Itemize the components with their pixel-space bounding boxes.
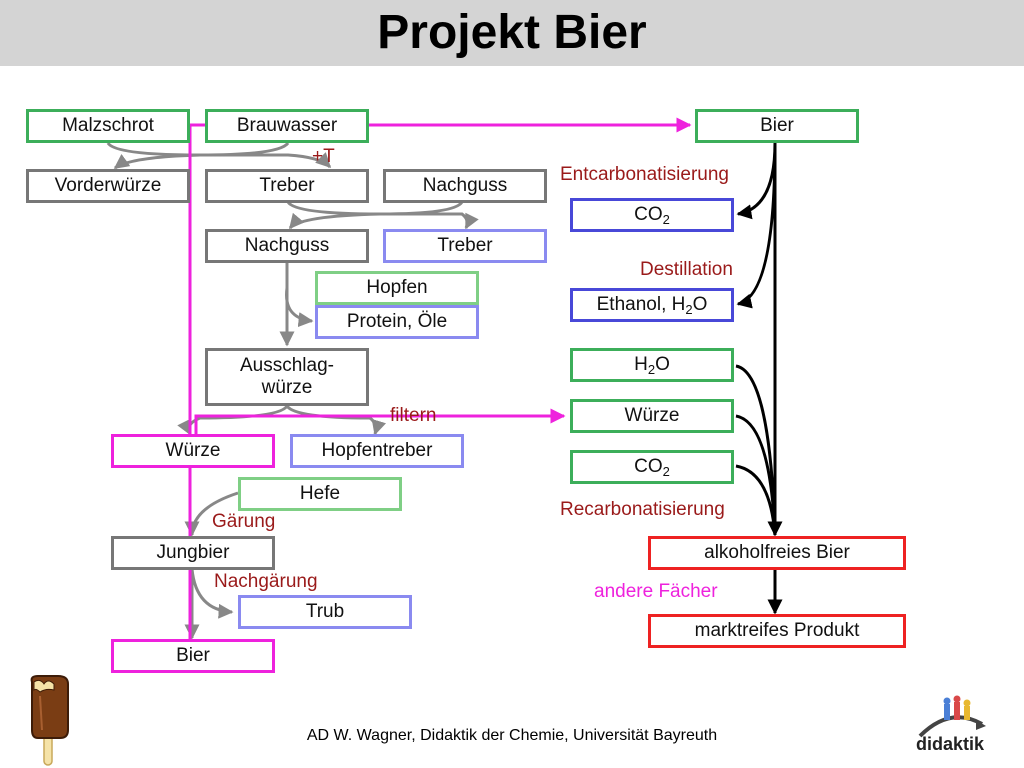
- arrow-protein-split: [285, 287, 314, 328]
- co2-out-label: CO2: [634, 204, 670, 226]
- bier-label-right: Bier: [760, 115, 794, 136]
- arrow-bier-to-co2: [736, 142, 777, 220]
- wuerze-label-right: Würze: [624, 405, 680, 426]
- co2-in-box: CO2: [570, 450, 734, 484]
- wuerze-label-left: Würze: [165, 440, 221, 461]
- arrow-bier-to-ethanol: [736, 142, 777, 309]
- nachguss-label-1: Nachguss: [422, 175, 508, 196]
- hopfentreber-box: Hopfentreber: [290, 434, 464, 468]
- hopfentreber-label: Hopfentreber: [321, 440, 433, 461]
- co2-in-label: CO2: [634, 456, 670, 478]
- protein-oele-box: Protein, Öle: [315, 305, 479, 339]
- ethanol-water-label: Ethanol, H2O: [597, 294, 708, 316]
- ausschlagwuerze-label-line1: Ausschlag-: [240, 355, 334, 376]
- page-title: Projekt Bier: [377, 6, 647, 59]
- alkoholfreies-bier-box: alkoholfreies Bier: [648, 536, 906, 570]
- marktreifes-produkt-label: marktreifes Produkt: [694, 620, 860, 641]
- jungbier-box: Jungbier: [111, 536, 275, 570]
- treber-box-1: Treber: [205, 169, 369, 203]
- malzschrot-label: Malzschrot: [62, 115, 154, 136]
- recarbonatisierung-label: Recarbonatisierung: [560, 499, 725, 520]
- hefe-label: Hefe: [299, 483, 341, 504]
- ice-cream-bar-icon: [30, 675, 69, 766]
- h2o-label: H2O: [634, 354, 670, 376]
- nachguss-box-2: Nachguss: [205, 229, 369, 263]
- ausschlagwuerze-label-line2: würze: [261, 377, 313, 398]
- trub-box: Trub: [238, 595, 412, 629]
- arrow-co2-in: [735, 464, 777, 536]
- nachguss-box-1: Nachguss: [383, 169, 547, 203]
- ethanol-prefix: Ethanol, H: [596, 294, 686, 315]
- hefe-box: Hefe: [238, 477, 402, 511]
- h2o-box: H2O: [570, 348, 734, 382]
- arrow-whirlpool-1: [177, 404, 289, 436]
- title-bar: [0, 0, 1024, 66]
- vorderwuerze-label: Vorderwürze: [54, 175, 162, 196]
- ethanol-suffix: O: [692, 294, 708, 315]
- h2o-prefix: H: [634, 354, 648, 375]
- ethanol-water-box: Ethanol, H2O: [570, 288, 734, 322]
- arrow-fermentation: [184, 491, 239, 537]
- vorderwuerze-box: Vorderwürze: [26, 169, 190, 203]
- h2o-subscript: 2: [647, 362, 656, 377]
- co2-out-box: CO2: [570, 198, 734, 232]
- co2-in-text: CO: [634, 456, 663, 477]
- nachguss-label-2: Nachguss: [244, 235, 330, 256]
- ethanol-subscript: 2: [685, 302, 693, 317]
- co2-out-subscript: 2: [662, 212, 670, 227]
- ausschlagwuerze-box: Ausschlag- würze: [205, 348, 369, 406]
- heat-label: +T: [312, 146, 335, 167]
- brauwasser-label: Brauwasser: [236, 115, 338, 136]
- co2-out-text: CO: [634, 204, 663, 225]
- bier-box-left: Bier: [111, 639, 275, 673]
- arrow-whirlpool-2: [285, 404, 387, 436]
- treber-label-1: Treber: [259, 175, 315, 196]
- entcarbonatisierung-label: Entcarbonatisierung: [560, 164, 729, 185]
- hopfen-box: Hopfen: [315, 271, 479, 305]
- arrow-brauwasser-down: [113, 141, 290, 170]
- nachgaerung-label: Nachgärung: [214, 571, 318, 592]
- wuerze-box-right: Würze: [570, 399, 734, 433]
- arrow-h2o-in: [735, 364, 777, 536]
- treber-label-2: Treber: [437, 235, 493, 256]
- malzschrot-box: Malzschrot: [26, 109, 190, 143]
- brauwasser-box: Brauwasser: [205, 109, 369, 143]
- magenta-bier-to-right-bier: [188, 117, 692, 655]
- arrow-to-trub: [190, 568, 234, 619]
- didaktik-logo-text: didaktik: [916, 734, 985, 754]
- hopfen-label: Hopfen: [366, 277, 428, 298]
- alkoholfreies-bier-label: alkoholfreies Bier: [704, 542, 850, 563]
- wuerze-box-left: Würze: [111, 434, 275, 468]
- footer-credit: AD W. Wagner, Didaktik der Chemie, Unive…: [306, 727, 718, 744]
- treber-box-2: Treber: [383, 229, 547, 263]
- filtern-label: filtern: [390, 405, 437, 426]
- distillation-label: Destillation: [640, 259, 733, 280]
- bier-label-left: Bier: [176, 645, 210, 666]
- trub-label: Trub: [305, 601, 345, 622]
- bier-box-right: Bier: [695, 109, 859, 143]
- h2o-suffix: O: [655, 354, 670, 375]
- co2-in-subscript: 2: [662, 464, 670, 479]
- didaktik-logo-icon: didaktik: [916, 695, 986, 754]
- jungbier-label: Jungbier: [156, 542, 230, 563]
- andere-faecher-label: andere Fächer: [594, 581, 718, 602]
- arrow-lauter-2: [288, 201, 464, 230]
- marktreifes-produkt-box: marktreifes Produkt: [648, 614, 906, 648]
- protein-oele-label: Protein, Öle: [346, 311, 448, 332]
- gaerung-label: Gärung: [212, 511, 276, 532]
- arrow-wuerze-in: [735, 414, 777, 536]
